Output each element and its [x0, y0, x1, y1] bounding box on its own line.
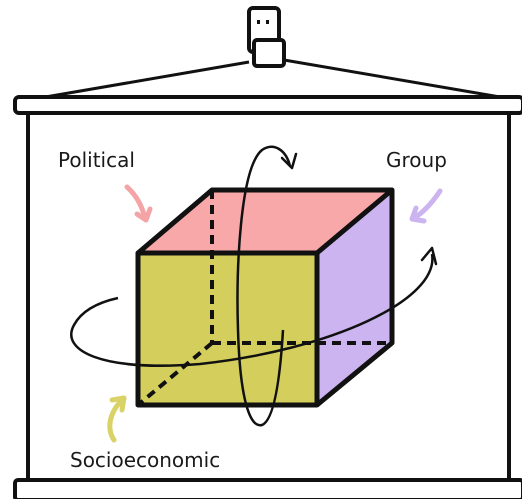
projector-icon [249, 8, 284, 66]
group-label: Group [386, 148, 447, 172]
horizontal-arrowhead [422, 248, 436, 264]
socioeconomic-label: Socioeconomic [70, 448, 220, 472]
socioeconomic-pointer-arrow [110, 398, 124, 440]
political-label: Political [58, 148, 135, 172]
group-pointer-arrow [412, 191, 440, 221]
screen-top-rail [15, 97, 522, 113]
political-pointer-arrow [127, 187, 150, 220]
screen-bottom-rail [15, 480, 522, 499]
